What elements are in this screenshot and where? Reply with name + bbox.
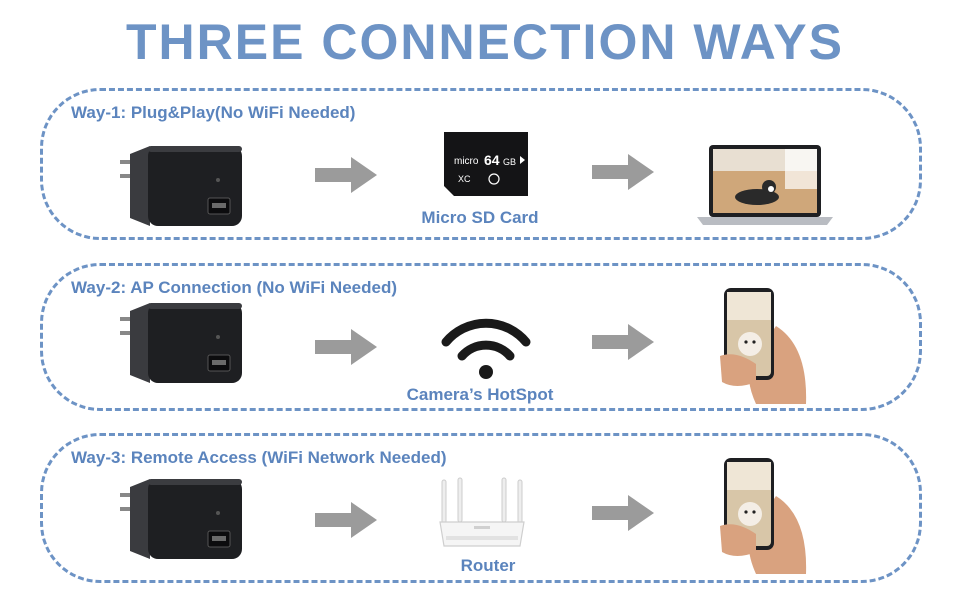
wifi-hotspot-icon: [440, 316, 532, 380]
arrow-icon: [590, 152, 656, 192]
way-3-panel: Way-3: Remote Access (WiFi Network Neede…: [40, 433, 922, 583]
sd-unit-text: GB: [503, 157, 516, 167]
arrow-icon: [313, 155, 379, 195]
hotspot-caption: Camera’s HotSpot: [406, 385, 554, 404]
way-3-label: Way-3: Remote Access (WiFi Network Neede…: [71, 448, 447, 467]
arrow-icon: [590, 322, 656, 362]
router-image: [432, 476, 532, 552]
sd-capacity-text: 64: [484, 152, 500, 168]
laptop-image: [695, 143, 835, 228]
smartphone-in-hand-image: [716, 456, 812, 576]
micro-sd-card-image: micro 64 GB XC: [440, 130, 532, 198]
way-1-label: Way-1: Plug&Play(No WiFi Needed): [71, 103, 356, 122]
camera-charger-image: [118, 140, 248, 232]
camera-charger-image: [118, 473, 248, 565]
way-2-panel: Way-2: AP Connection (No WiFi Needed): [40, 263, 922, 411]
camera-charger-image: [118, 297, 248, 389]
micro-sd-card-caption: Micro SD Card: [421, 208, 539, 227]
sd-class-text: XC: [458, 174, 471, 184]
arrow-icon: [590, 493, 656, 533]
smartphone-in-hand-image: [716, 286, 812, 406]
arrow-icon: [313, 327, 379, 367]
page-title: THREE CONNECTION WAYS: [125, 14, 844, 70]
sd-brand-text: micro: [454, 156, 479, 167]
router-caption: Router: [460, 556, 516, 575]
way-2-label: Way-2: AP Connection (No WiFi Needed): [71, 278, 398, 297]
arrow-icon: [313, 500, 379, 540]
way-1-panel: Way-1: Plug&Play(No WiFi Needed): [40, 88, 922, 240]
